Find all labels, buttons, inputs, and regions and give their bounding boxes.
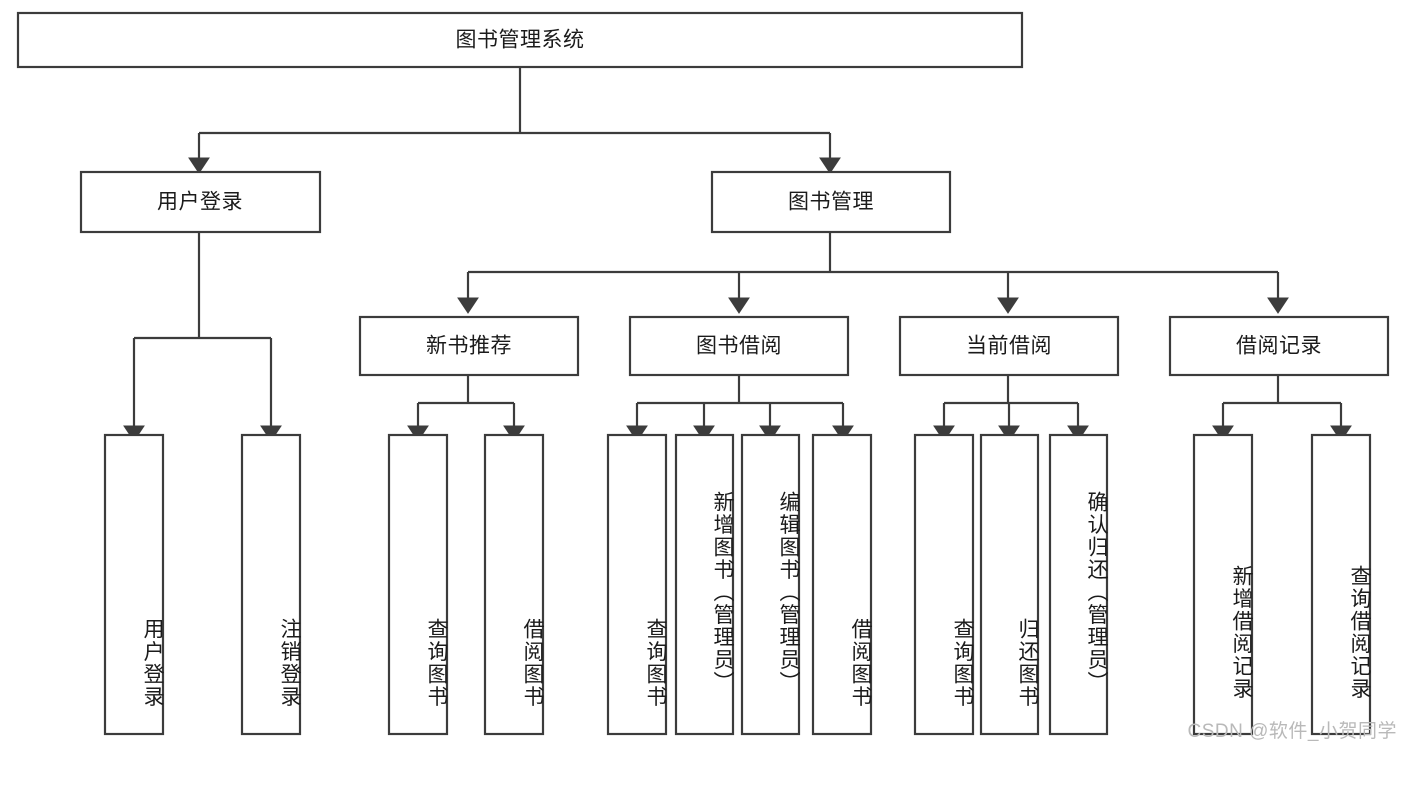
leaf-box-user-login-2[interactable] [240, 433, 302, 736]
connector-bookmgmt-to-level3 [457, 232, 1289, 314]
node-current-borrow-label: 当前借阅 [966, 335, 1052, 358]
diagram-root: 图书管理系统 用户登录 图书管理 新书推荐 图书借阅 当前借阅 借阅记录 [16, 11, 1397, 742]
leaf-box-user-login-1[interactable] [103, 433, 165, 736]
connector-root-to-level2 [188, 67, 841, 174]
leaf-box-new-book-1[interactable] [387, 433, 449, 736]
leaf-box-current-borrow-1[interactable] [913, 433, 975, 736]
leaf-box-new-book-2[interactable] [483, 433, 545, 736]
node-borrow-record-label: 借阅记录 [1236, 335, 1322, 358]
node-user-login-label: 用户登录 [157, 191, 243, 214]
leaf-box-book-borrow-3[interactable] [740, 433, 801, 736]
node-book-management-label: 图书管理 [788, 191, 874, 214]
node-book-borrow-label: 图书借阅 [696, 335, 782, 358]
connector-currentborrow-to-leaves [933, 375, 1089, 442]
connector-userlogin-to-leaves [123, 232, 282, 442]
node-borrow-record[interactable]: 借阅记录 [1168, 315, 1390, 377]
leaf-box-current-borrow-2[interactable] [979, 433, 1040, 736]
leaf-box-book-borrow-2[interactable] [674, 433, 735, 736]
node-new-book-recommend[interactable]: 新书推荐 [358, 315, 580, 377]
leaf-box-borrow-record-1[interactable] [1192, 433, 1254, 736]
node-current-borrow[interactable]: 当前借阅 [898, 315, 1120, 377]
connector-newbook-to-leaves [407, 375, 525, 442]
node-root-system[interactable]: 图书管理系统 [16, 11, 1024, 69]
leaf-box-book-borrow-4[interactable] [811, 433, 873, 736]
node-book-borrow[interactable]: 图书借阅 [628, 315, 850, 377]
connector-borrowrecord-to-leaves [1212, 375, 1352, 442]
node-root-system-label: 图书管理系统 [456, 29, 585, 52]
node-user-login[interactable]: 用户登录 [79, 170, 322, 234]
node-book-management[interactable]: 图书管理 [710, 170, 952, 234]
leaf-box-borrow-record-2[interactable] [1310, 433, 1372, 736]
diagram-canvas: 图书管理系统 用户登录 图书管理 新书推荐 图书借阅 当前借阅 借阅记录 [16, 11, 1390, 736]
connector-bookborrow-to-leaves [626, 375, 854, 442]
leaf-box-current-borrow-3[interactable] [1048, 433, 1109, 736]
leaf-box-book-borrow-1[interactable] [606, 433, 668, 736]
node-new-book-recommend-label: 新书推荐 [426, 335, 512, 358]
csdn-watermark: CSDN @软件_小贺同学 [1187, 721, 1397, 742]
